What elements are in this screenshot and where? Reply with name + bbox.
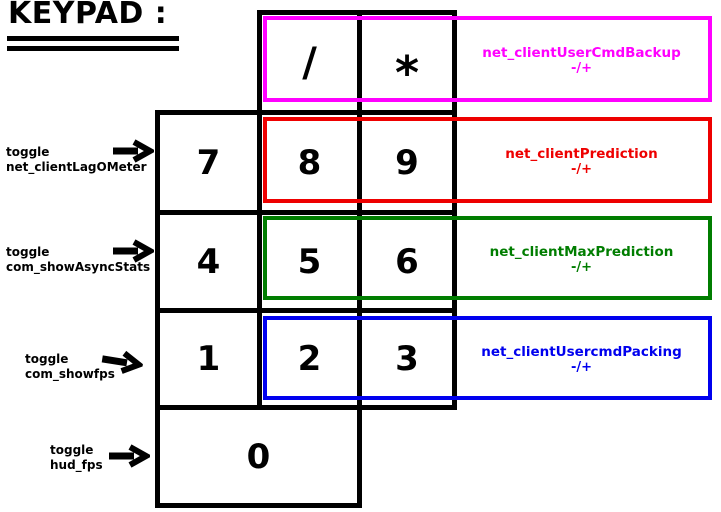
binding-box-maxprediction: net_clientMaxPrediction -/+: [263, 216, 712, 300]
right-arrow-icon: [109, 444, 150, 468]
binding-label: net_clientPrediction -/+: [455, 121, 708, 199]
right-arrow-icon: [101, 350, 145, 374]
toggle-label-showasyncstats: toggle com_showAsyncStats: [6, 245, 150, 274]
key-label: 4: [196, 241, 221, 282]
toggle-label-hudfps: toggle hud_fps: [50, 443, 103, 472]
cvar-name: net_clientUserCmdBackup: [482, 45, 681, 61]
key-label: 8: [297, 142, 322, 183]
key-label: 7: [196, 142, 221, 183]
toggle-cvar: com_showAsyncStats: [6, 259, 151, 274]
key-label: 0: [246, 436, 271, 477]
toggle-cvar: net_clientLagOMeter: [6, 159, 147, 174]
title-underline-top: [7, 36, 179, 41]
toggle-cvar: hud_fps: [50, 457, 103, 472]
key-label: 9: [395, 142, 419, 183]
right-arrow-icon: [113, 139, 154, 163]
toggle-action: toggle: [6, 245, 50, 259]
key-label: 1: [196, 339, 221, 379]
title-underline-bottom: [7, 46, 179, 51]
right-arrow-icon: [113, 239, 154, 263]
toggle-cvar: com_showfps: [25, 366, 115, 381]
key-3: 3: [357, 308, 457, 410]
adjust-keys: -/+: [570, 360, 593, 375]
key-4: 4: [155, 210, 262, 313]
page-title: KEYPAD :: [8, 0, 168, 31]
key-label: 5: [297, 241, 322, 282]
toggle-label-lagometer: toggle net_clientLagOMeter: [6, 145, 147, 174]
key-8: 8: [257, 110, 362, 215]
adjust-keys: -/+: [570, 61, 593, 76]
key-label: 2: [297, 339, 322, 379]
key-1: 1: [155, 308, 262, 410]
binding-label: net_clientUserCmdBackup -/+: [455, 20, 708, 98]
binding-box-usercmdpacking: net_clientUsercmdPacking -/+: [263, 316, 712, 400]
adjust-keys: -/+: [570, 162, 593, 177]
key-7: 7: [155, 110, 262, 215]
toggle-label-showfps: toggle com_showfps: [25, 352, 115, 381]
key-label: *: [394, 45, 420, 100]
cvar-name: net_clientPrediction: [505, 146, 658, 162]
key-label: 6: [395, 241, 419, 282]
key-6: 6: [357, 210, 457, 313]
key-label: /: [302, 39, 317, 86]
toggle-action: toggle: [50, 443, 94, 457]
cvar-name: net_clientUsercmdPacking: [481, 344, 682, 360]
key-0: 0: [155, 405, 362, 508]
adjust-keys: -/+: [570, 260, 593, 275]
binding-box-prediction: net_clientPrediction -/+: [263, 117, 712, 203]
key-label: 3: [395, 339, 419, 379]
toggle-action: toggle: [6, 145, 50, 159]
toggle-action: toggle: [25, 352, 69, 366]
cvar-name: net_clientMaxPrediction: [489, 244, 674, 260]
binding-label: net_clientMaxPrediction -/+: [455, 220, 708, 296]
binding-box-usercmdbackup: net_clientUserCmdBackup -/+: [263, 16, 712, 102]
binding-label: net_clientUsercmdPacking -/+: [455, 320, 708, 396]
key-slash: /: [257, 10, 362, 115]
